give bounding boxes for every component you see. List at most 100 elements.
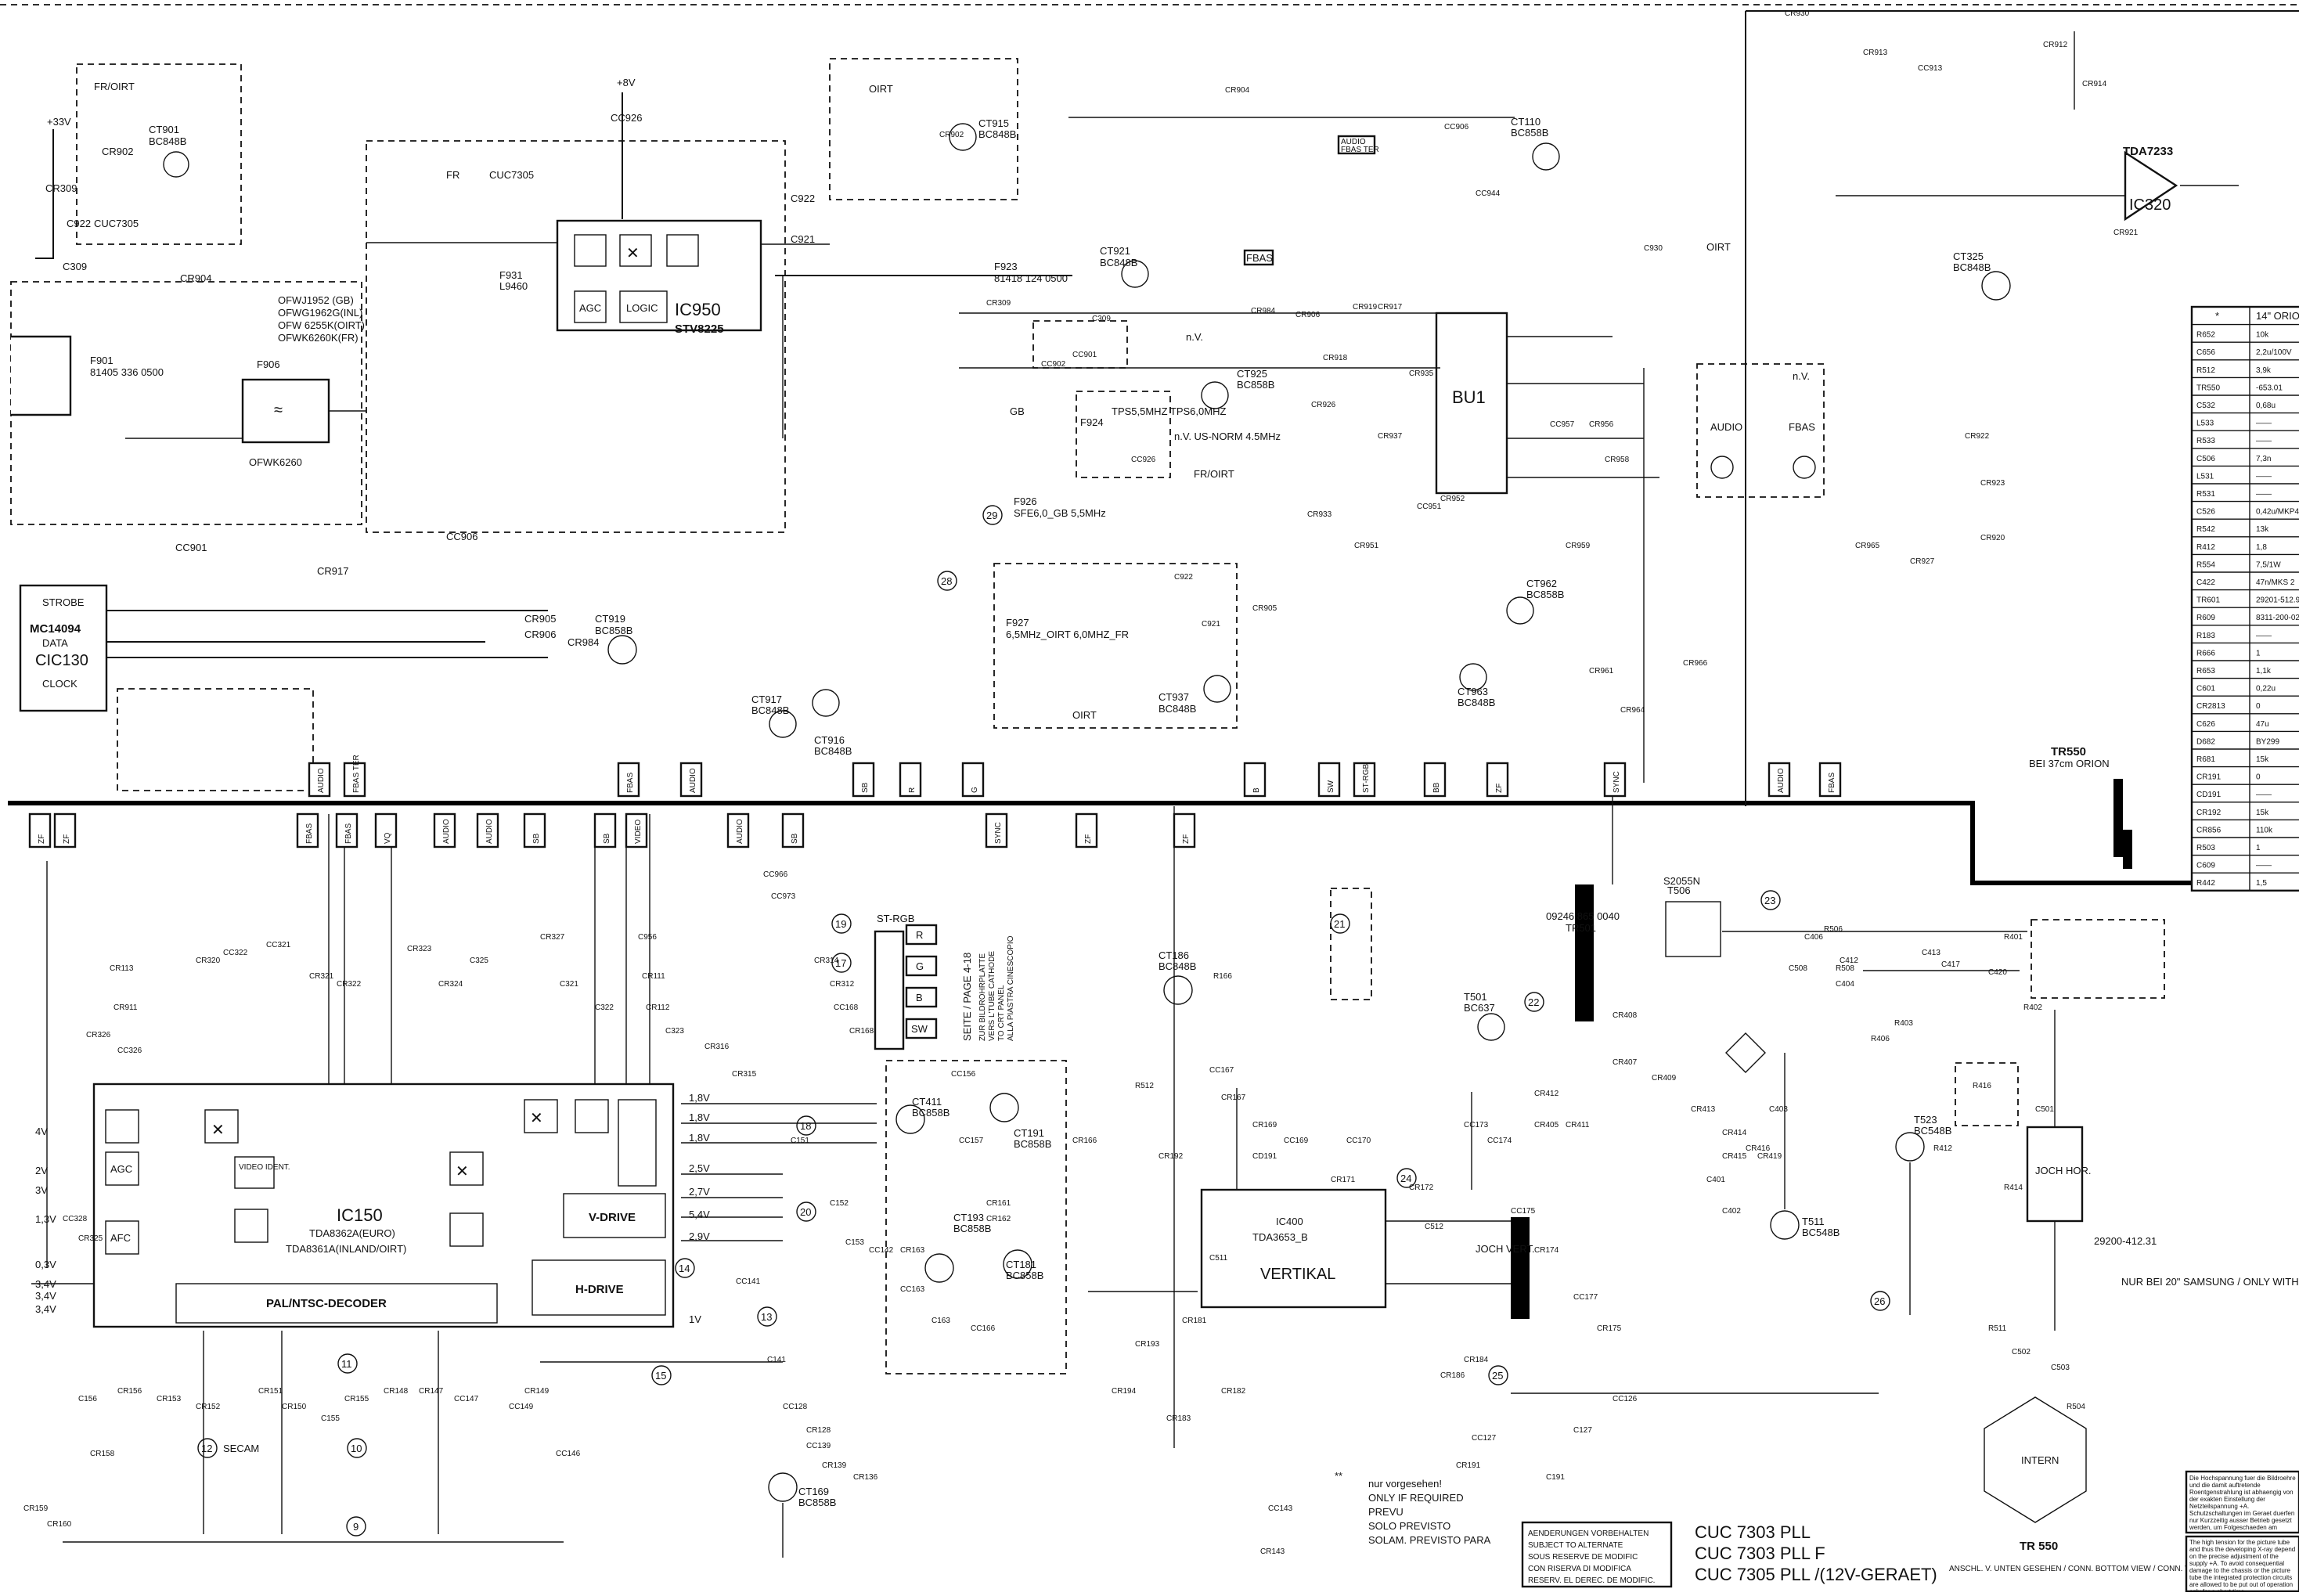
marker-9: 9 [353, 1521, 359, 1533]
samsung-note: NUR BEI 20" SAMSUNG / ONLY WITH 20" SAMS… [2121, 1276, 2299, 1288]
component-ref: CR182 [1221, 1387, 1246, 1396]
marker-17: 17 [835, 957, 846, 969]
ic-ic150 [92, 1083, 675, 1328]
component-ref: C403 [1769, 1105, 1788, 1114]
volt-3v: 3V [35, 1184, 48, 1196]
ic950-agc-block [574, 290, 607, 323]
bus-tag-upper-label: ST-RGB [1362, 763, 1371, 793]
variant-table-ref: L531 [2196, 472, 2214, 481]
component-ref: CC913 [1918, 64, 1943, 73]
component-ref: C163 [931, 1317, 950, 1325]
component-ref: C322 [595, 1003, 614, 1012]
tr550-pin-diagram [1984, 1396, 2087, 1523]
component-ref: CC157 [959, 1137, 984, 1145]
ref-ct191: CT411 [912, 1096, 942, 1108]
component-ref: C127 [1573, 1426, 1592, 1435]
ic320-name: TDA7233 [2123, 145, 2173, 158]
component-labels-layer: CR902CR904CR309C309CC901CC902CC926C922C9… [23, 9, 2139, 1556]
component-ref: R506 [1824, 925, 1843, 934]
type-ct411: BC848B [1159, 960, 1196, 972]
component-ref: CR320 [196, 957, 221, 965]
component-ref: CC139 [806, 1442, 831, 1450]
ref-cc901: CC901 [175, 542, 207, 553]
variant-table-value: 0,22u [2256, 685, 2276, 694]
marker-20: 20 [800, 1206, 811, 1218]
marker-25: 25 [1492, 1370, 1503, 1382]
ic950-logic-block [619, 290, 668, 323]
marker-19-circle [831, 913, 852, 934]
component-ref: CC957 [1550, 420, 1575, 429]
part-tr501: 09246 865 0040 [1546, 910, 1620, 922]
ic150-agc [105, 1151, 139, 1186]
bus-tag-upper-label: FBAS [1828, 773, 1836, 793]
marker-21: 21 [1334, 918, 1345, 930]
variant-table-ref: R666 [2196, 649, 2215, 657]
variant-table-value: 110k [2256, 826, 2273, 834]
marker-28: 28 [941, 575, 952, 587]
marker-12: 12 [201, 1443, 212, 1454]
bus-tag-lower-label: VIDEO [634, 820, 643, 844]
component-ref: CR184 [1464, 1356, 1489, 1364]
bus-tag-upper-label: AUDIO [689, 768, 697, 793]
part-f906: OFWK6260 [249, 456, 302, 468]
region-sound-box [993, 563, 1238, 729]
ic150-x-1: ✕ [211, 1122, 225, 1139]
component-ref: CR964 [1620, 706, 1645, 715]
pin-r: R [916, 929, 923, 941]
region-ic950-box [366, 140, 786, 533]
marker-22-circle [1524, 992, 1544, 1012]
type-ct325: BC848B [1953, 261, 1991, 273]
component-ref: CR956 [1589, 420, 1614, 429]
bus-tag-upper-label: SW [1327, 780, 1335, 793]
ic-cic130 [19, 584, 108, 712]
ic150-video-ident-label: VIDEO IDENT. [239, 1163, 290, 1172]
marker-19: 19 [835, 918, 846, 930]
component-ref: C508 [1789, 964, 1807, 973]
component-ref: CR411 [1566, 1121, 1590, 1129]
marker-13-circle [757, 1306, 777, 1327]
component-ref: CR966 [1683, 659, 1708, 668]
variant-2: OFWG1962G(INL) [278, 307, 362, 319]
component-ref: CR984 [1251, 307, 1276, 315]
component-ref: CR169 [1252, 1121, 1277, 1129]
component-ref: C406 [1804, 933, 1823, 942]
change-note-5: RESERV. EL DEREC. DE MODIFIC. [1528, 1576, 1655, 1585]
component-ref: CC966 [763, 870, 788, 879]
tag-fr-oirt-2: FR/OIRT [1194, 468, 1234, 480]
type-ct919: BC858B [595, 625, 632, 636]
component-ref: CC147 [454, 1395, 479, 1403]
volt-2-5v: 2,5V [689, 1162, 710, 1174]
tr550-bottom: TR 550 [2020, 1540, 2058, 1553]
type-ct186: BC858B [1006, 1270, 1043, 1281]
variant-table-ref: C506 [2196, 455, 2215, 463]
region-fr: FR [446, 169, 459, 181]
bus-tag-upper-label: FBAS [626, 773, 635, 793]
ic150-amp-a [105, 1109, 139, 1144]
marker-22: 22 [1528, 996, 1539, 1008]
supply-8v: +8V [617, 77, 636, 88]
component-ref: CR167 [1221, 1093, 1246, 1102]
bus-tag-upper-box [1317, 762, 1341, 798]
ref-t506: T506 [1667, 884, 1691, 896]
variant-table-ref: CR2813 [2196, 702, 2225, 711]
ref-cr902: CR902 [102, 146, 133, 157]
ref-cc906: CR917 [317, 565, 348, 577]
transistor-ct186 [1003, 1249, 1032, 1279]
bus-tag-lower-box [726, 812, 750, 848]
type-ct963: BC848B [1458, 697, 1495, 708]
label-secam: SECAM [223, 1443, 259, 1454]
component-ref: CC126 [1613, 1395, 1638, 1403]
page-note-2: ZUR BILDROHRPLATTE [978, 953, 987, 1041]
component-ref: CR161 [986, 1199, 1011, 1208]
component-ref: C309 [1092, 315, 1111, 323]
bus-tag-lower-label: SB [791, 833, 799, 844]
ref-f906: F906 [257, 358, 280, 370]
component-ref: CR912 [2043, 41, 2068, 49]
volt-1-3v: 1,3V [35, 1213, 56, 1225]
component-ref: C152 [830, 1199, 849, 1208]
variant-table-ref: C609 [2196, 862, 2215, 870]
protection-diamond [1725, 1032, 1766, 1073]
component-ref: CR952 [1440, 495, 1465, 503]
variant-table-ref: R412 [2196, 543, 2215, 552]
component-ref: CR153 [157, 1395, 182, 1403]
